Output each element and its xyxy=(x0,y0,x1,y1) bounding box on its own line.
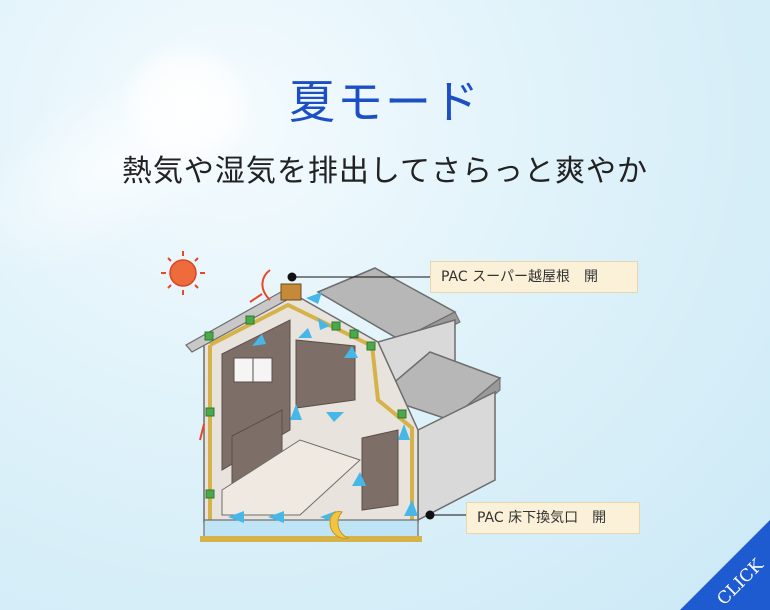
roof-vent xyxy=(280,283,302,301)
sun-icon xyxy=(161,251,205,295)
callout-roof-vent: PAC スーパー越屋根 開 xyxy=(430,261,638,293)
moon-icon xyxy=(329,511,350,539)
airflow-arrows xyxy=(228,292,418,523)
house-diagram xyxy=(161,251,502,542)
page-title: 夏モード xyxy=(289,75,481,129)
click-corner-button[interactable]: CLICK xyxy=(680,520,770,610)
callout-leaders xyxy=(292,276,466,516)
callout-floor-vent: PAC 床下換気口 開 xyxy=(466,502,640,534)
page-subtitle: 熱気や湿気を排出してさらっと爽やか xyxy=(121,154,649,189)
crawl-space xyxy=(203,519,419,539)
hot-air-arrows xyxy=(199,269,271,441)
